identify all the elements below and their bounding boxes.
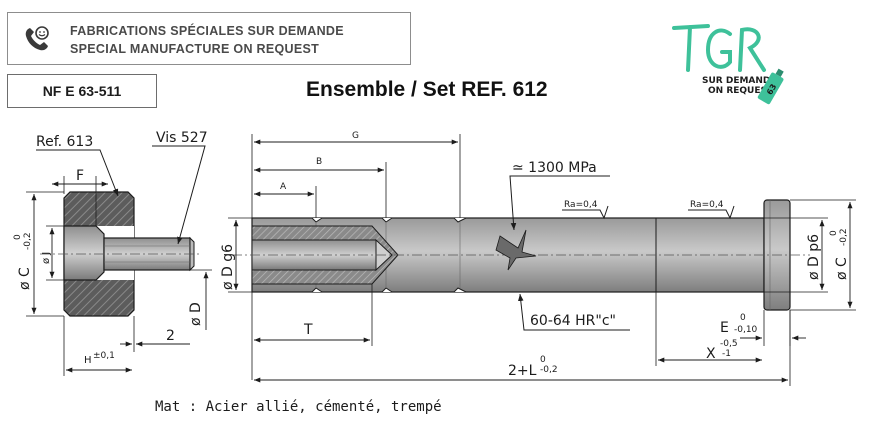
tol-l-top: 0 [540,355,546,365]
roughness-2: Ra=0,4 [690,200,724,210]
tol-l-bot: -0,2 [540,365,558,375]
tol-x-bot: -1 [722,349,731,359]
dim-2-label: 2 [166,328,175,344]
dim-phi-c-right: ø C [834,257,850,280]
page-title: Ensemble / Set REF. 612 [306,78,548,101]
tol-phi-c-right-top: 0 [829,230,839,236]
roughness-1: Ra=0,4 [564,200,598,210]
paint-tube-icon: 63 [757,68,784,105]
dim-phi-c-left: ø C [17,267,33,290]
tol-phi-c-left-top: 0 [13,234,23,240]
tol-phi-c-left-bot: -0,2 [23,232,33,250]
dim-x-label: X [706,346,716,362]
dim-a-label: A [280,182,287,192]
phone-support-icon [25,26,49,51]
logo-line2: ON REQUEST [708,86,774,96]
tol-e-top: 0 [740,313,746,323]
tol-h: ±0,1 [93,351,115,361]
dim-e-label: E [720,320,729,336]
dim-b-label: B [316,157,322,167]
dim-phi-d-nut: ø D [188,302,204,326]
header-line-en: SPECIAL MANUFACTURE ON REQUEST [70,42,320,56]
material-note: Mat : Acier allié, cémenté, trempé [155,399,442,415]
dim-phi-j: ø J [41,252,52,264]
ref-613-label: Ref. 613 [36,134,93,150]
hardness-surface-label: 60-64 HR"c" [530,313,616,329]
vis-527-label: Vis 527 [156,130,208,146]
dim-phi-d-g6: ø D g6 [220,244,236,290]
dim-h-label: H [84,355,92,366]
tgr-logo: SUR DEMANDE ON REQUEST 63 [672,24,784,105]
tol-x-top: -0,5 [720,339,738,349]
standard-box: NF E 63-511 [7,74,157,108]
dim-phi-d-p6: ø D p6 [806,234,822,280]
dim-t-label: T [303,322,313,338]
nut-ref-613 [40,191,200,317]
dim-g-label: G [352,131,359,141]
shaft-ref-612 [232,199,810,311]
hardness-core-label: ≃ 1300 MPa [512,160,597,176]
dim-l-label: 2+L [508,363,537,379]
logo-line1: SUR DEMANDE [702,76,777,86]
tol-phi-c-right-bot: -0,2 [839,228,849,246]
header-line-fr: FABRICATIONS SPÉCIALES SUR DEMANDE [70,24,344,38]
tol-e-bot: -0,10 [734,325,758,335]
standard-label: NF E 63-511 [42,83,122,99]
dim-f-label: F [76,168,84,184]
header-box: FABRICATIONS SPÉCIALES SUR DEMANDE SPECI… [7,12,411,65]
